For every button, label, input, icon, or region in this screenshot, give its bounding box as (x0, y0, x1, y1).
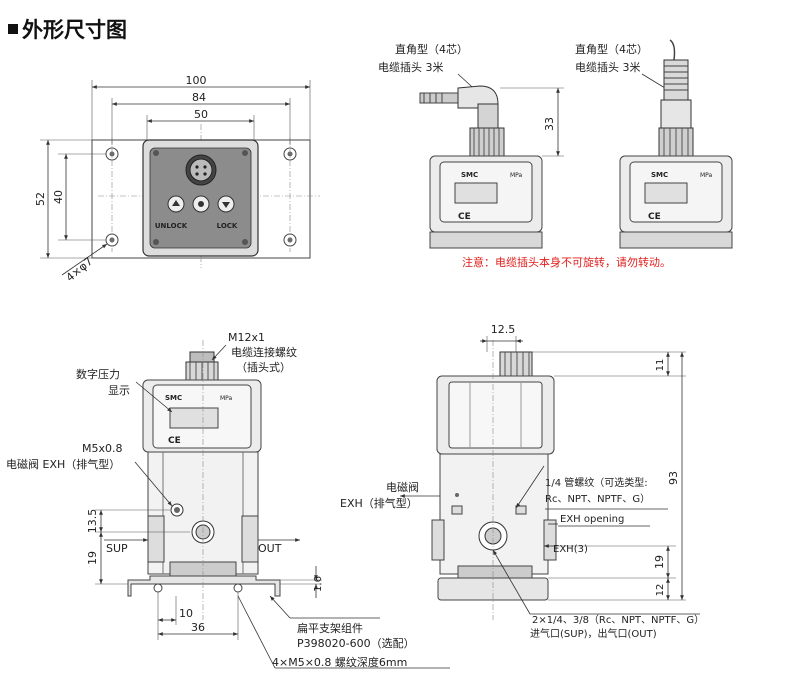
lock-label: LOCK (217, 222, 238, 230)
dim-13-5: 13.5 (86, 509, 99, 534)
rotation-notice: 注意：电缆插头本身不可旋转，请勿转动。 (462, 255, 671, 269)
exh-opening: EXH opening (560, 514, 624, 525)
down-arrow-icon (222, 202, 230, 208)
title-bullet-icon (8, 24, 18, 34)
page-title-text: 外形尺寸图 (22, 18, 127, 42)
thread-line2: Rc、NPT、NPTF、G） (545, 493, 650, 505)
dim-12: 12 (655, 584, 666, 597)
connector-line1: 电缆连接螺纹 (231, 345, 297, 359)
fv-unit: MPa (220, 395, 233, 402)
dim-12-5: 12.5 (491, 323, 516, 336)
sup-label: SUP (106, 542, 128, 555)
ra-label-line2: 电缆插头 3米 (378, 60, 444, 74)
dim-19-front: 19 (86, 551, 99, 565)
m5-label: M5x0.8 (82, 442, 123, 455)
bracket-line1: 扁平支架组件 (297, 621, 363, 635)
side-view: 12.5 11 93 19 12 电磁阀 EXH（排气型） 1/4 管螺纹（可选… (340, 323, 704, 640)
front-view: SMC MPa CE M12x1 电缆连接螺纹 （插头式） 数字压力 显示 M5… (6, 331, 450, 669)
m12-label: M12x1 (228, 331, 265, 344)
page-title: 外形尺寸图 (8, 14, 127, 44)
up-arrow-icon (172, 200, 180, 206)
dim-52: 52 (34, 192, 47, 206)
side-exh-line1: 电磁阀 (386, 480, 419, 494)
port-line1: 2×1/4、3/8（Rc、NPT、NPTF、G） (532, 614, 704, 626)
ce-mark-2: CE (648, 212, 661, 222)
top-view: UNLOCK LOCK 100 84 50 52 40 4×φ7 (34, 74, 320, 284)
dim-50: 50 (194, 108, 208, 121)
bracket-line2: P398020-600（选配） (297, 637, 415, 650)
connector-line2: （插头式） (236, 360, 291, 374)
side-exh-line2: EXH（排气型） (340, 496, 418, 510)
screw-callout: 4×M5×0.8 螺纹深度6mm (272, 655, 407, 669)
exh-valve-label: 电磁阀 EXH（排气型） (6, 457, 120, 471)
dim-1-6: 1.6 (313, 576, 324, 592)
exh3-label: EXH(3) (553, 544, 588, 555)
control-buttons (167, 195, 235, 213)
ra-label-line1: 直角型（4芯） (395, 42, 468, 56)
ra-brand: SMC (461, 171, 478, 179)
dim-100: 100 (186, 74, 207, 87)
out-label: OUT (258, 542, 282, 555)
cable-view-right-angle: 直角型（4芯） 电缆插头 3米 SMC MPa CE 33 (378, 42, 564, 249)
display-line1: 数字压力 (76, 367, 120, 381)
st-label-line1: 直角型（4芯） (575, 42, 648, 56)
dim-36: 36 (191, 621, 205, 634)
dim-93: 93 (667, 471, 680, 485)
hole-callout: 4×φ7 (64, 255, 96, 285)
dim-84: 84 (192, 91, 206, 104)
fv-brand: SMC (165, 394, 182, 402)
dim-33: 33 (543, 117, 556, 131)
dim-40: 40 (52, 190, 65, 204)
dim-10: 10 (179, 607, 193, 620)
unlock-label: UNLOCK (155, 222, 188, 230)
st-brand: SMC (651, 171, 668, 179)
thread-line1: 1/4 管螺纹（可选类型: (545, 476, 648, 489)
fv-ce: CE (168, 436, 181, 446)
set-dot-icon (198, 201, 204, 207)
cable-view-straight: 直角型（4芯） 电缆插头 3米 SMC MPa CE (575, 39, 733, 249)
ce-mark: CE (458, 212, 471, 222)
ra-unit: MPa (510, 172, 523, 179)
port-line2: 进气口(SUP)，出气口(OUT) (530, 627, 657, 640)
display-line2: 显示 (108, 384, 130, 397)
st-label-line2: 电缆插头 3米 (575, 60, 641, 74)
dim-11: 11 (655, 359, 666, 372)
st-unit: MPa (700, 172, 713, 179)
dim-19-side: 19 (653, 555, 666, 569)
